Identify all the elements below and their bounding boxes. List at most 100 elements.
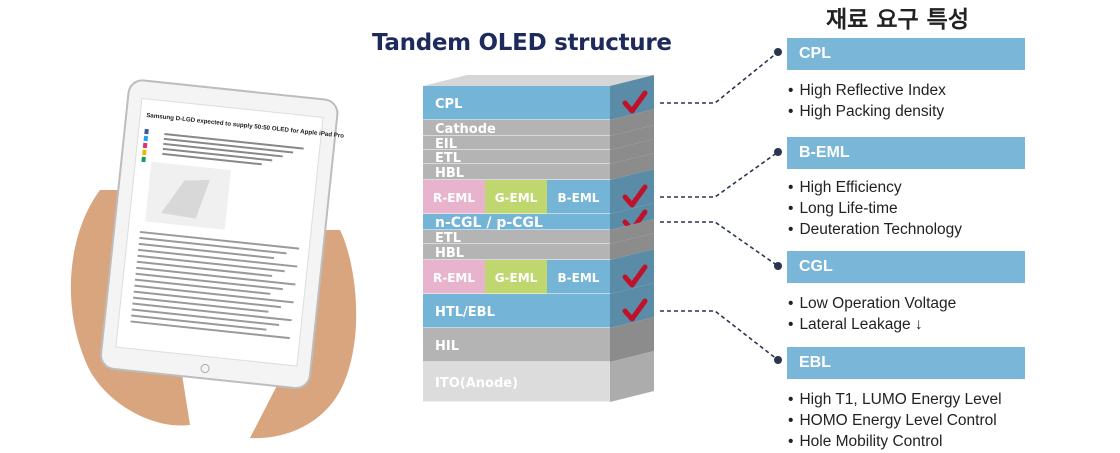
tablet-text-line — [133, 290, 282, 309]
tablet-text-line — [162, 152, 262, 166]
property-item: High T1, LUMO Energy Level — [788, 389, 1001, 410]
tablet-photo: Samsung D-LGD expected to supply 50:50 O… — [70, 79, 357, 439]
connector-line — [660, 310, 779, 361]
layer-cpl: CPL — [423, 75, 654, 121]
tablet-text-line — [133, 296, 269, 313]
layer-label: CPL — [435, 97, 462, 112]
layer-ito: ITO(Anode) — [423, 351, 654, 403]
tablet-text-line — [134, 284, 294, 304]
tablet-text-line — [162, 147, 273, 162]
connector-line — [660, 151, 779, 198]
layer-side-face — [610, 139, 654, 164]
layer-front-face — [423, 136, 610, 150]
property-item: High Packing density — [788, 101, 946, 122]
check-icon — [622, 264, 648, 288]
property-list: High EfficiencyLong Life-timeDeuteration… — [788, 177, 962, 240]
layer-label: ITO(Anode) — [435, 376, 518, 391]
tablet-text-line — [139, 236, 287, 255]
eml-segment-g-eml — [485, 260, 547, 294]
layer-label: HIL — [435, 339, 459, 354]
tablet-text-line — [164, 132, 304, 150]
layer-label: HTL/EBL — [435, 305, 495, 320]
layer-front-face — [423, 244, 610, 260]
layer-front-face — [423, 120, 610, 136]
tablet-text-line — [163, 137, 294, 154]
tablet-text-line — [135, 272, 283, 291]
eml-label: G-EML — [495, 191, 538, 205]
property-item: Deuteration Technology — [788, 219, 962, 240]
eml-label: R-EML — [433, 191, 475, 205]
layer-hil: HIL — [423, 317, 654, 363]
tablet-share-icon — [144, 128, 149, 135]
property-item: High Reflective Index — [788, 80, 945, 101]
layer-side-face — [610, 109, 654, 136]
tablet-text-line — [134, 278, 271, 295]
tablet-text-line — [131, 308, 280, 326]
layer-side-face — [610, 125, 654, 150]
property-item: High Efficiency — [788, 177, 962, 198]
eml-label: B-EML — [558, 271, 600, 285]
tablet-text-line — [136, 260, 273, 277]
layer-side-face — [610, 153, 654, 180]
layer-side-face — [610, 233, 654, 260]
home-button — [200, 363, 210, 373]
layer-label: HBL — [435, 246, 464, 261]
tablet-text-line — [138, 242, 275, 260]
layer-side-face — [610, 169, 654, 214]
layer-label: n-CGL / p-CGL — [435, 215, 543, 231]
layer-side-face — [610, 219, 654, 244]
property-box-ebl: EBL — [787, 347, 1025, 379]
layer-front-face — [423, 294, 610, 328]
layer-label: HBL — [435, 166, 464, 181]
tablet-share-icon — [141, 156, 146, 163]
eml-segment-r-eml — [423, 180, 485, 214]
layer-front-face — [423, 164, 610, 180]
tablet-text-line — [163, 142, 283, 158]
property-item: HOMO Energy Level Control — [788, 410, 1002, 431]
connector-dot — [774, 262, 782, 270]
property-item: Low Operation Voltage — [788, 293, 956, 314]
eml-segment-g-eml — [485, 180, 547, 214]
tablet-text-line — [130, 320, 290, 340]
tablet-text-line — [132, 302, 292, 322]
layer-front-face — [423, 150, 610, 164]
check-icon — [622, 90, 648, 114]
layer-side-face — [610, 317, 654, 362]
property-list: High T1, LUMO Energy LevelHOMO Energy Le… — [788, 389, 1002, 452]
layer-side-face — [610, 351, 654, 402]
layer-front-face — [423, 86, 610, 120]
layer-side-face — [610, 249, 654, 294]
tablet-text-line — [136, 266, 296, 286]
tablet-text-line — [131, 314, 267, 331]
property-item: Long Life-time — [788, 198, 962, 219]
connector-line — [660, 221, 779, 267]
property-box-b-eml: B-EML — [787, 137, 1025, 169]
diagram-title: Tandem OLED structure — [372, 30, 672, 56]
eml-label: G-EML — [495, 271, 538, 285]
layer-label: ETL — [435, 151, 461, 166]
layer-label: Cathode — [435, 122, 496, 137]
layer-cathode: Cathode — [423, 109, 654, 137]
property-list: High Reflective IndexHigh Packing densit… — [788, 80, 946, 122]
layer-label: EIL — [435, 137, 457, 152]
tablet-share-icon — [142, 149, 147, 156]
tablet-share-icon — [143, 135, 149, 142]
layer-front-face — [423, 362, 610, 402]
properties-header: 재료 요구 특성 — [826, 7, 969, 33]
property-list: Low Operation VoltageLateral Leakage ↓ — [788, 293, 956, 335]
layer-label: ETL — [435, 231, 461, 246]
layer-front-face — [423, 230, 610, 244]
property-item: Lateral Leakage ↓ — [788, 314, 956, 335]
layer-side-face — [610, 203, 654, 230]
eml-label: R-EML — [433, 271, 475, 285]
check-icon — [622, 184, 648, 208]
tablet-device: Samsung D-LGD expected to supply 50:50 O… — [100, 79, 345, 390]
layer-hbl2: HBL — [423, 233, 654, 261]
eml-segment-b-eml — [547, 180, 610, 214]
property-box-cgl: CGL — [787, 251, 1025, 283]
layer-cgl: n-CGL / p-CGL — [423, 203, 654, 233]
tablet-share-icon — [142, 142, 148, 149]
